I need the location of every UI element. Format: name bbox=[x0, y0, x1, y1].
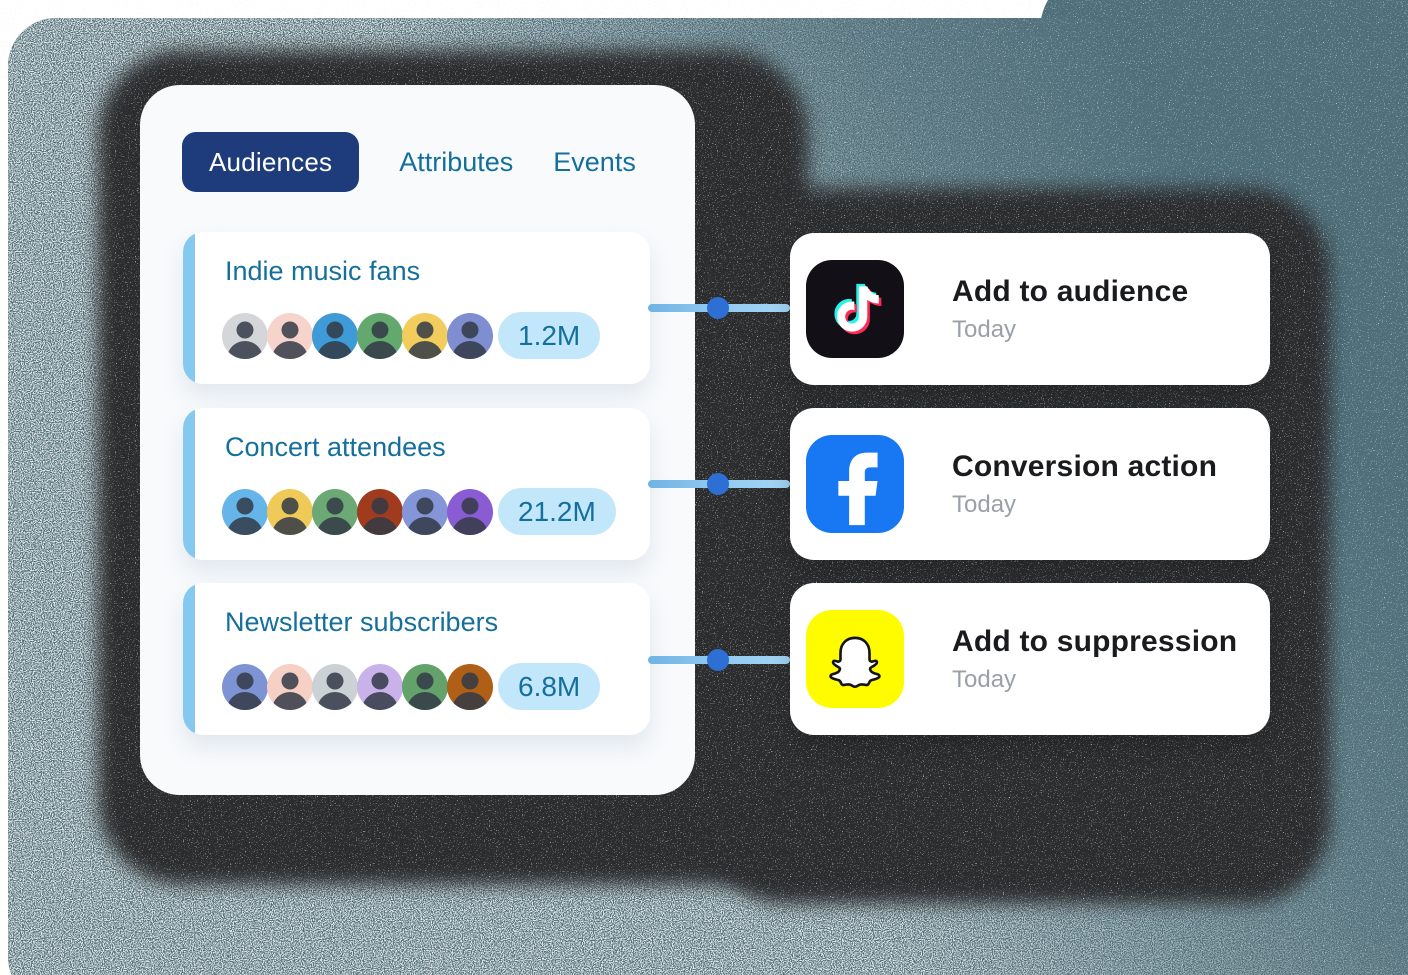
member-avatar bbox=[222, 663, 268, 710]
member-avatar bbox=[402, 488, 448, 535]
member-avatar bbox=[402, 663, 448, 710]
audience-card-newsletter-subscribers[interactable]: Newsletter subscribers 6.8M bbox=[183, 583, 650, 735]
member-avatar bbox=[447, 312, 493, 359]
audience-card-concert-attendees[interactable]: Concert attendees 21.2M bbox=[183, 408, 650, 560]
audience-name: Indie music fans bbox=[225, 256, 421, 286]
tab-events[interactable]: Events bbox=[553, 146, 636, 177]
facebook-icon bbox=[806, 435, 904, 533]
audience-count-badge: 21.2M bbox=[498, 488, 616, 535]
snapchat-icon bbox=[806, 610, 904, 708]
destination-title: Add to audience bbox=[952, 274, 1189, 308]
member-avatar bbox=[312, 312, 358, 359]
member-avatar bbox=[222, 312, 268, 359]
audience-name: Newsletter subscribers bbox=[225, 607, 499, 637]
member-avatar bbox=[267, 488, 313, 535]
member-avatar bbox=[267, 312, 313, 359]
audience-name: Concert attendees bbox=[225, 432, 446, 462]
connector-dot bbox=[707, 297, 729, 319]
tiktok-icon bbox=[806, 260, 904, 358]
connector-dot bbox=[707, 649, 729, 671]
card-accent-bar bbox=[183, 232, 195, 384]
member-avatar bbox=[312, 663, 358, 710]
audience-count-badge: 6.8M bbox=[498, 663, 601, 710]
destination-card-tiktok[interactable]: Add to audience Today bbox=[790, 233, 1270, 385]
member-avatar bbox=[222, 488, 268, 535]
audience-members-row: 21.2M bbox=[222, 488, 616, 535]
audience-count-badge: 1.2M bbox=[498, 312, 601, 359]
destination-text: Conversion action Today bbox=[952, 450, 1217, 519]
audience-members-row: 1.2M bbox=[222, 312, 601, 359]
tab-bar: Audiences Attributes Events bbox=[182, 132, 636, 192]
member-avatar bbox=[357, 488, 403, 535]
destination-text: Add to suppression Today bbox=[952, 625, 1237, 694]
card-accent-bar bbox=[183, 583, 195, 735]
destination-text: Add to audience Today bbox=[952, 275, 1188, 344]
member-avatar bbox=[402, 312, 448, 359]
destination-subtitle: Today bbox=[952, 665, 1017, 693]
card-accent-bar bbox=[183, 408, 195, 560]
destination-card-facebook[interactable]: Conversion action Today bbox=[790, 408, 1270, 560]
audience-members-row: 6.8M bbox=[222, 663, 601, 710]
avatar-group bbox=[222, 663, 493, 710]
destination-title: Conversion action bbox=[952, 449, 1218, 483]
tab-audiences[interactable]: Audiences bbox=[182, 132, 360, 192]
member-avatar bbox=[447, 488, 493, 535]
member-avatar bbox=[357, 663, 403, 710]
connector-dot bbox=[707, 473, 729, 495]
destination-subtitle: Today bbox=[952, 315, 1017, 343]
tab-attributes[interactable]: Attributes bbox=[399, 146, 514, 177]
member-avatar bbox=[357, 312, 403, 359]
member-avatar bbox=[267, 663, 313, 710]
destination-card-snapchat[interactable]: Add to suppression Today bbox=[790, 583, 1270, 735]
audience-card-indie-music-fans[interactable]: Indie music fans 1.2M bbox=[183, 232, 650, 384]
audiences-panel: Audiences Attributes Events Indie music … bbox=[140, 85, 695, 795]
avatar-group bbox=[222, 312, 493, 359]
member-avatar bbox=[447, 663, 493, 710]
avatar-group bbox=[222, 488, 493, 535]
member-avatar bbox=[312, 488, 358, 535]
destination-title: Add to suppression bbox=[952, 624, 1238, 658]
destination-subtitle: Today bbox=[952, 490, 1017, 518]
